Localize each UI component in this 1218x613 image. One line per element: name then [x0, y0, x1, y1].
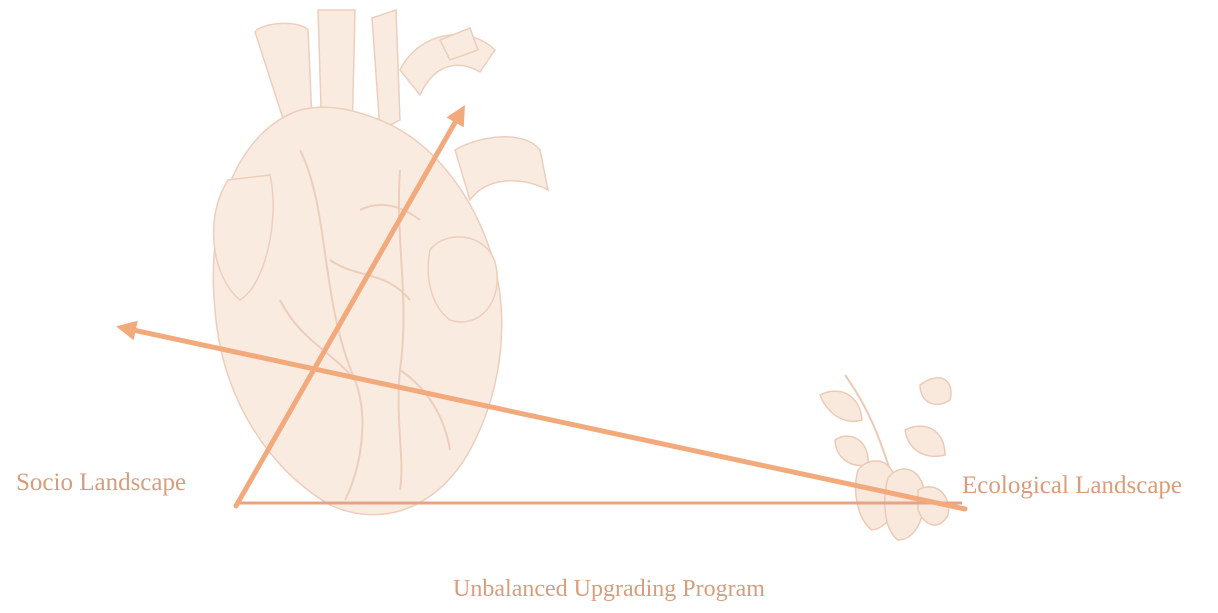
socio-landscape-label: Socio Landscape [16, 469, 186, 497]
mango-illustration [820, 375, 951, 540]
diagram-caption: Unbalanced Upgrading Program [0, 575, 1218, 603]
heart-illustration [213, 10, 548, 515]
ecological-landscape-label: Ecological Landscape [962, 472, 1182, 500]
